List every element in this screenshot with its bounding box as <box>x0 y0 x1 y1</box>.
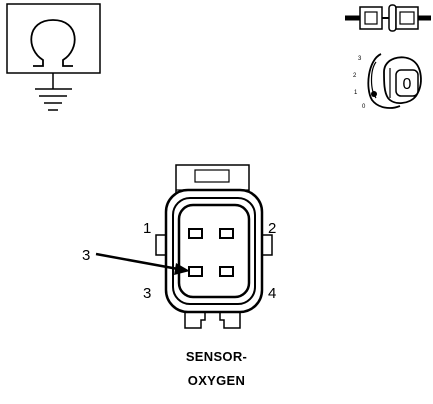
oxygen-sensor-connector: 1 2 3 3 4 <box>80 160 310 340</box>
ignition-position-1: 1 <box>354 90 358 96</box>
ignition-indicator-dot <box>371 91 377 97</box>
ignition-position-0: 0 <box>362 104 366 110</box>
omega-glyph <box>30 19 76 67</box>
connector-housing-inner <box>177 203 251 299</box>
ignition-position-3: 3 <box>358 56 362 62</box>
disconnect-gap <box>388 4 397 32</box>
key-position-label: 0 <box>403 76 412 93</box>
pin-label-1: 1 <box>143 220 151 237</box>
caption-line-1: SENSOR- <box>185 349 248 364</box>
ohmmeter-svg <box>6 3 101 111</box>
pin-pointer-label: 3 <box>82 247 90 264</box>
ignition-svg: 3 2 1 0 0 <box>353 53 422 110</box>
caption-line-2: OXYGEN <box>187 373 246 388</box>
connector-symbol-svg <box>345 4 431 32</box>
key-face <box>395 69 419 97</box>
terminal-cavity-3 <box>188 266 203 277</box>
ohmmeter-box <box>6 3 101 74</box>
pointer-arrow-head <box>174 263 190 275</box>
ignition-position-2: 2 <box>353 73 357 79</box>
pointer-arrow-line <box>95 252 179 271</box>
left-housing-inner <box>364 11 378 25</box>
pin-label-4: 4 <box>268 285 276 302</box>
pin-label-2: 2 <box>268 220 276 237</box>
terminal-cavity-4 <box>219 266 234 277</box>
terminal-cavity-2 <box>219 228 234 239</box>
disconnected-connector-icon <box>340 0 433 40</box>
terminal-cavity-1 <box>188 228 203 239</box>
ohmmeter-icon <box>0 0 110 125</box>
ignition-arc <box>367 53 401 109</box>
right-housing-inner <box>399 11 415 25</box>
ignition-key-icon: 3 2 1 0 0 <box>350 44 433 120</box>
pin-label-3: 3 <box>143 285 151 302</box>
top-lock-latch <box>194 169 230 183</box>
connector-face-svg: 1 2 3 3 4 <box>82 164 276 329</box>
